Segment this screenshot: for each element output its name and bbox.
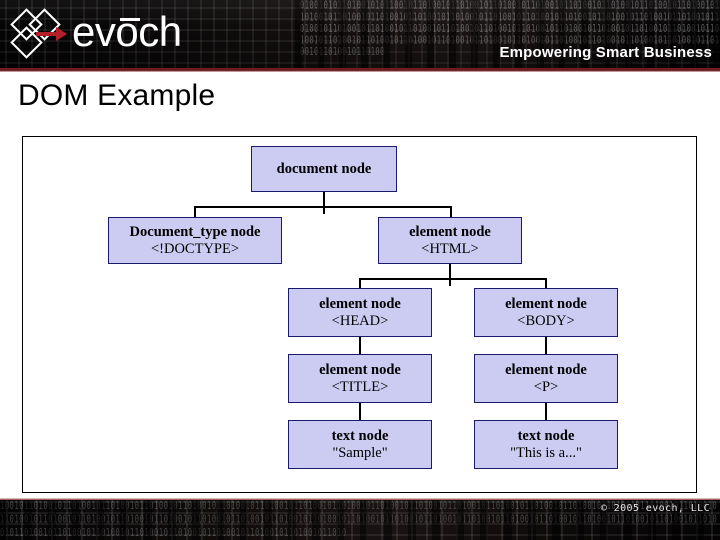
tree-node-label-secondary: <!DOCTYPE> (150, 240, 240, 257)
tree-node-p[interactable]: element node <P> (474, 354, 618, 403)
tree-node-label-secondary: <P> (533, 378, 559, 395)
tree-node-label-primary: document node (276, 160, 372, 177)
arrow-right-head-icon (56, 27, 67, 41)
tree-node-label-secondary: <BODY> (517, 312, 575, 329)
tree-node-label-primary: element node (319, 361, 401, 378)
tree-node-label-secondary: <HEAD> (331, 312, 389, 329)
brand-macron-accent (120, 18, 140, 21)
tree-node-doctype[interactable]: Document_type node <!DOCTYPE> (108, 217, 282, 264)
tree-node-label-secondary: <TITLE> (331, 378, 389, 395)
tree-node-label-secondary: <HTML> (421, 240, 479, 257)
tree-node-label-primary: Document_type node (129, 223, 261, 240)
tree-node-label-primary: text node (517, 427, 575, 444)
tree-node-label-primary: element node (505, 295, 587, 312)
tree-node-label-secondary: "This is a..." (510, 444, 582, 461)
tree-node-label-primary: element node (319, 295, 401, 312)
brand-wordmark: evoch (72, 8, 182, 55)
arrow-right-icon (36, 32, 60, 36)
tree-node-html[interactable]: element node <HTML> (378, 217, 522, 264)
tree-node-label-primary: element node (409, 223, 491, 240)
tree-node-title[interactable]: element node <TITLE> (288, 354, 432, 403)
tree-node-label-secondary: "Sample" (332, 444, 388, 461)
brand-tagline: Empowering Smart Business (499, 44, 712, 61)
tree-node-text-sample[interactable]: text node "Sample" (288, 420, 432, 469)
tree-node-document[interactable]: document node (251, 146, 397, 192)
tree-node-label-primary: element node (505, 361, 587, 378)
page-title: DOM Example (18, 79, 216, 112)
tree-node-label-primary: text node (331, 427, 389, 444)
evoch-diamonds-arrow-logo-icon (10, 8, 68, 59)
tree-node-head[interactable]: element node <HEAD> (288, 288, 432, 337)
header-divider-rule (0, 68, 720, 72)
copyright-notice: © 2005 evoch, LLC (600, 503, 710, 514)
tree-node-text-this-is[interactable]: text node "This is a..." (474, 420, 618, 469)
tree-node-body[interactable]: element node <BODY> (474, 288, 618, 337)
